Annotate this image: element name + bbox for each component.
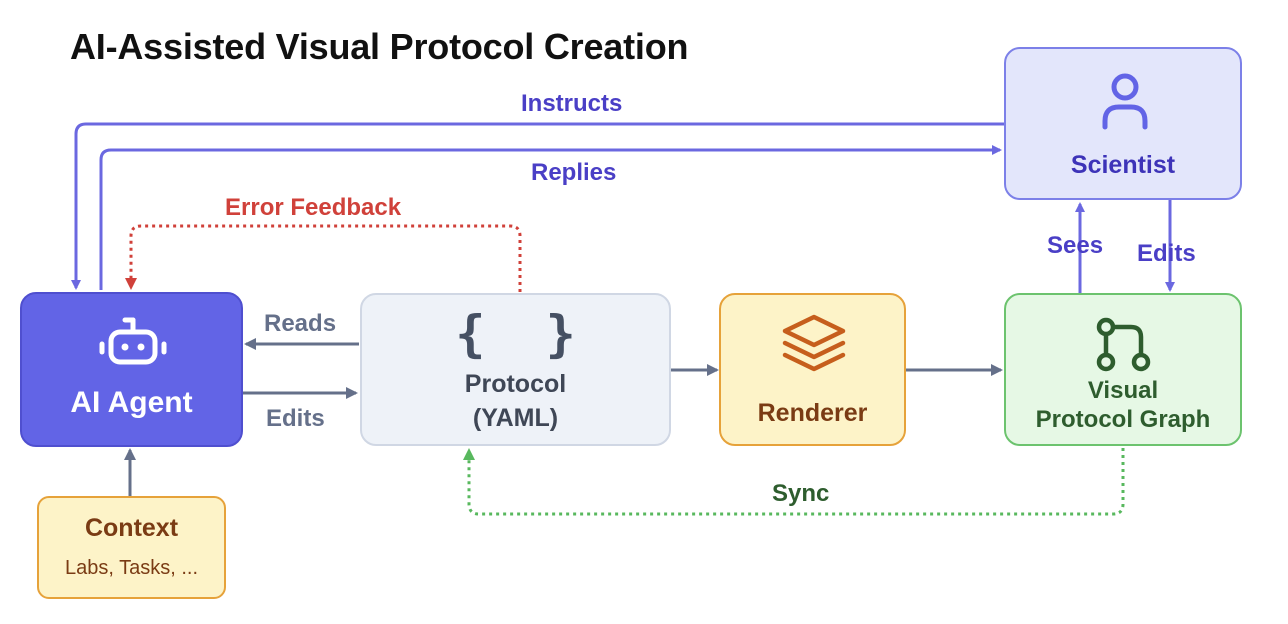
context-title: Context: [84, 514, 179, 542]
person-icon: [1102, 73, 1148, 130]
ai-agent-node: AI Agent: [20, 292, 243, 447]
graph-label-line2: Protocol Graph: [1035, 406, 1211, 433]
instructs-arrow: [71, 122, 1004, 290]
braces-icon: { }: [455, 305, 576, 363]
robot-icon: [99, 317, 167, 365]
git-branch-icon: [1096, 317, 1151, 372]
renderer-label: Renderer: [757, 399, 868, 427]
graph-label-line1: Visual: [1087, 377, 1159, 404]
replies-label: Replies: [531, 159, 617, 186]
protocol-label: Protocol: [464, 370, 567, 398]
error-feedback-label: Error Feedback: [225, 194, 402, 221]
protocol-format-label: (YAML): [472, 404, 559, 432]
error-feedback-arrow: [125, 224, 522, 292]
visual-protocol-graph-node: Visual Protocol Graph: [1004, 293, 1242, 446]
layers-icon: [782, 314, 846, 372]
instructs-label: Instructs: [521, 90, 623, 117]
context-subtitle: Labs, Tasks, ...: [64, 557, 199, 579]
edits-scientist-label: Edits: [1137, 240, 1196, 267]
context-node: Context Labs, Tasks, ...: [37, 496, 226, 599]
edits-agent-label: Edits: [266, 405, 325, 432]
replies-arrow: [99, 145, 1002, 290]
protocol-node: { } Protocol (YAML): [360, 293, 671, 446]
ai-agent-label: AI Agent: [70, 386, 193, 419]
sees-label: Sees: [1047, 232, 1104, 259]
scientist-node: Scientist: [1004, 47, 1242, 200]
diagram-title: AI-Assisted Visual Protocol Creation: [70, 26, 689, 67]
scientist-label: Scientist: [1070, 151, 1176, 179]
sync-label: Sync: [772, 480, 830, 507]
reads-label: Reads: [264, 310, 337, 337]
renderer-node: Renderer: [719, 293, 906, 446]
